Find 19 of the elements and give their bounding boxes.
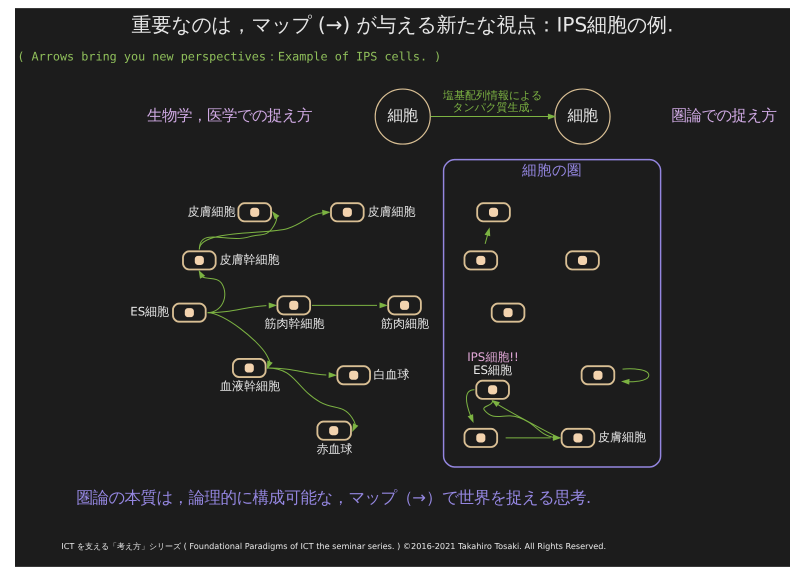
label: 生物学，医学での捉え方 bbox=[146, 106, 312, 124]
node-label: 皮膚細胞 bbox=[188, 204, 236, 218]
edge-label: 塩基配列情報によるタンパク質生成. bbox=[443, 88, 542, 114]
label: 圏論での捉え方 bbox=[672, 106, 777, 124]
node-label: 筋肉細胞 bbox=[380, 316, 429, 331]
label: ( Arrows bring you new perspectives：Example of IPS cells. ) bbox=[17, 49, 442, 64]
node-label: 筋肉幹細胞 bbox=[264, 316, 325, 331]
node-label: 皮膚細胞 bbox=[367, 204, 416, 218]
node-label: 赤血球 bbox=[316, 442, 352, 456]
node-label: IPS細胞!! bbox=[467, 350, 519, 364]
node-label: 皮膚幹細胞 bbox=[219, 252, 280, 266]
label: 圏論の本質は，論理的に構成可能な，マップ（→）で世界を捉える思考. bbox=[76, 488, 592, 507]
node-label: 白血球 bbox=[374, 367, 410, 382]
node-label: 皮膚細胞 bbox=[598, 430, 646, 444]
node-label: ES細胞 bbox=[473, 362, 512, 377]
node-label: ES細胞 bbox=[130, 304, 170, 319]
label: ICT を支える「考え方」シリーズ ( Foundational Paradigms of ICT the seminar series. ) ©2016-2021 Takahiro Tosaki. All Rights Reserved. bbox=[61, 540, 606, 551]
node-label: 血液幹細胞 bbox=[220, 379, 280, 394]
diagram-title: 重要なのは，マップ (→) が与える新たな視点：IPS細胞の例. bbox=[132, 12, 674, 36]
